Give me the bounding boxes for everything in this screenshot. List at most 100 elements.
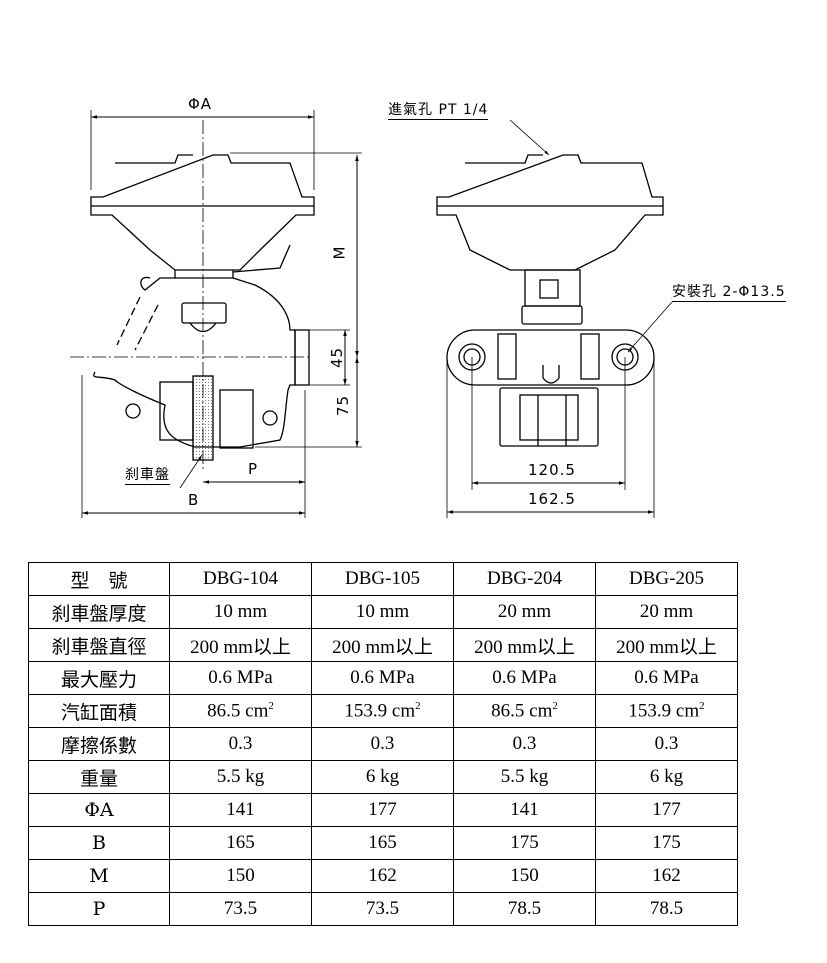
- table-cell: 10 mm: [311, 595, 454, 629]
- table-cell: 78.5: [453, 892, 596, 926]
- table-cell: 162: [311, 859, 454, 893]
- table-cell: 5.5 kg: [169, 760, 312, 794]
- cell-value: 5.5 kg: [216, 766, 265, 787]
- cell-value: 200 mm以上: [474, 636, 575, 658]
- table-cell: 0.6 MPa: [595, 661, 738, 695]
- table-cell: 141: [169, 793, 312, 827]
- cell-value: 20 mm: [497, 601, 552, 622]
- left-view: [70, 110, 362, 518]
- cell-value: 153.9 cm: [628, 700, 700, 722]
- table-cell: 200 mm以上: [453, 628, 596, 662]
- table-cell: 200 mm以上: [169, 628, 312, 662]
- table-cell: 86.5 cm2: [453, 694, 596, 728]
- table-cell: 78.5: [595, 892, 738, 926]
- row-label: 摩擦係數: [28, 727, 170, 761]
- table-cell: 0.3: [453, 727, 596, 761]
- unit-superscript: 2: [415, 699, 421, 712]
- cell-value: 0.3: [370, 733, 395, 754]
- air-inlet-label: 進氣孔 PT 1/4: [388, 102, 489, 120]
- cell-value: 78.5: [649, 898, 684, 919]
- table-cell: 0.6 MPa: [453, 661, 596, 695]
- row-label: P: [28, 892, 170, 926]
- brake-disc-label: 刹車盤: [125, 467, 170, 485]
- table-cell: 0.6 MPa: [169, 661, 312, 695]
- model-header: DBG-204: [453, 562, 596, 596]
- cell-value: 78.5: [507, 898, 542, 919]
- cell-value: 177: [652, 799, 681, 820]
- spec-table: 型 號 DBG-104 DBG-105 DBG-204 DBG-205 刹車盤厚…: [28, 562, 738, 926]
- dim-M-label: M: [330, 245, 349, 260]
- cell-value: 86.5 cm: [207, 700, 269, 722]
- table-cell: 175: [595, 826, 738, 860]
- row-label: 型 號: [28, 562, 170, 596]
- cell-value: 0.6 MPa: [492, 667, 557, 688]
- table-cell: 165: [169, 826, 312, 860]
- table-row: M 150 162 150 162: [28, 859, 738, 893]
- table-cell: 6 kg: [311, 760, 454, 794]
- cell-value: 175: [510, 832, 539, 853]
- row-label: 最大壓力: [28, 661, 170, 695]
- cell-value: 153.9 cm: [344, 700, 416, 722]
- cell-value: 6 kg: [649, 766, 684, 787]
- table-cell: 6 kg: [595, 760, 738, 794]
- table-row: 重量 5.5 kg 6 kg 5.5 kg 6 kg: [28, 760, 738, 794]
- table-cell: 141: [453, 793, 596, 827]
- cell-value: 86.5 cm: [491, 700, 553, 722]
- row-label: 刹車盤厚度: [28, 595, 170, 629]
- cell-value: 10 mm: [355, 601, 410, 622]
- cell-value: 0.6 MPa: [208, 667, 273, 688]
- cell-value: 0.3: [654, 733, 679, 754]
- row-label: 重量: [28, 760, 170, 794]
- row-label: 汽缸面積: [28, 694, 170, 728]
- right-view: [436, 119, 673, 518]
- cell-value: 73.5: [223, 898, 258, 919]
- model-header: DBG-205: [595, 562, 738, 596]
- unit-superscript: 2: [699, 699, 705, 712]
- table-cell: 200 mm以上: [595, 628, 738, 662]
- cell-value: 150: [226, 865, 255, 886]
- table-cell: 73.5: [311, 892, 454, 926]
- table-cell: 177: [311, 793, 454, 827]
- cell-value: 162: [368, 865, 397, 886]
- table-row: 摩擦係數 0.3 0.3 0.3 0.3: [28, 727, 738, 761]
- table-cell: 10 mm: [169, 595, 312, 629]
- table-cell: 0.3: [311, 727, 454, 761]
- cell-value: 200 mm以上: [332, 636, 433, 658]
- model-header: DBG-104: [169, 562, 312, 596]
- cell-value: 177: [368, 799, 397, 820]
- table-row: P 73.5 73.5 78.5 78.5: [28, 892, 738, 926]
- row-label: ΦA: [28, 793, 170, 827]
- row-label: B: [28, 826, 170, 860]
- cell-value: 150: [510, 865, 539, 886]
- dim-P-label: P: [248, 460, 259, 478]
- table-cell: 20 mm: [453, 595, 596, 629]
- table-cell: 177: [595, 793, 738, 827]
- mount-hole-label: 安裝孔 2-Φ13.5: [672, 284, 786, 302]
- row-label: 刹車盤直徑: [28, 628, 170, 662]
- table-cell: 0.3: [169, 727, 312, 761]
- cell-value: 10 mm: [213, 601, 268, 622]
- dim-phiA-label: ΦA: [188, 95, 213, 113]
- cell-value: 73.5: [365, 898, 400, 919]
- table-cell: 162: [595, 859, 738, 893]
- cell-value: 6 kg: [365, 766, 400, 787]
- cell-value: 0.3: [228, 733, 253, 754]
- dim-B-label: B: [188, 491, 200, 509]
- model-header: DBG-105: [311, 562, 454, 596]
- table-cell: 0.3: [595, 727, 738, 761]
- cell-value: 175: [652, 832, 681, 853]
- cell-value: 162: [652, 865, 681, 886]
- table-cell: 150: [453, 859, 596, 893]
- table-cell: 73.5: [169, 892, 312, 926]
- table-cell: 175: [453, 826, 596, 860]
- unit-superscript: 2: [268, 699, 274, 712]
- unit-superscript: 2: [552, 699, 558, 712]
- cell-value: 0.6 MPa: [634, 667, 699, 688]
- cell-value: 5.5 kg: [500, 766, 549, 787]
- row-label: M: [28, 859, 170, 893]
